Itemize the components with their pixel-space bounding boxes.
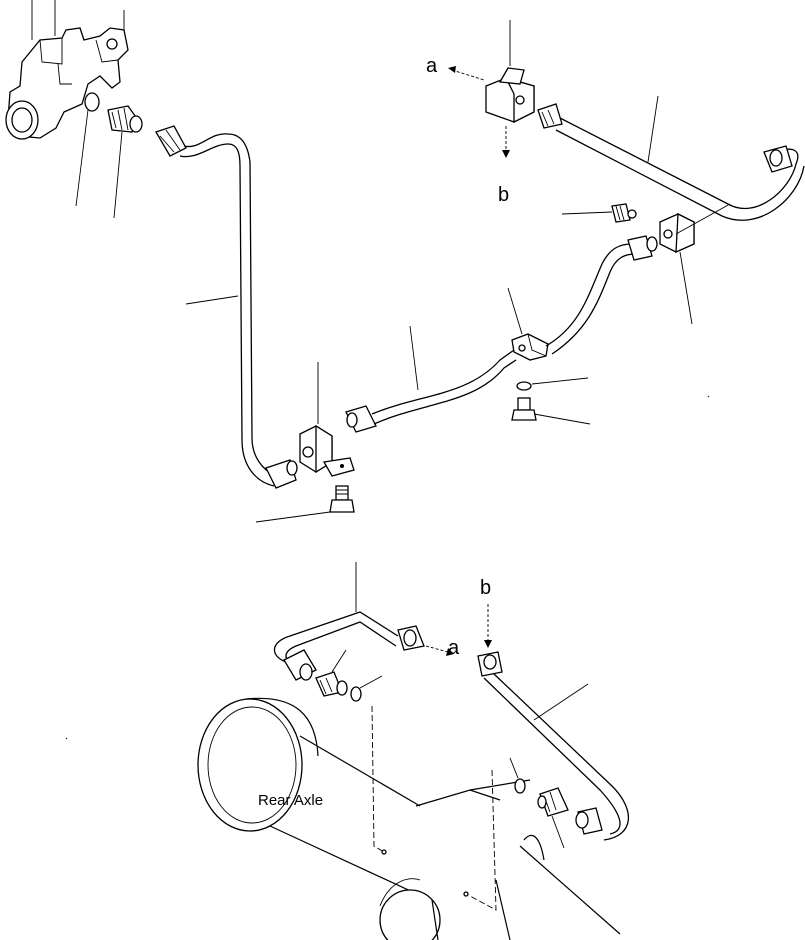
arrow-a-top: [451, 69, 485, 81]
washer-center: [516, 381, 532, 391]
leader-line-tube-center: [409, 325, 419, 391]
bracket-center: [511, 333, 549, 361]
arrow-a-bottom-head: [446, 648, 454, 656]
leader-line-bolt-upper-right: [561, 211, 613, 215]
tube-center: [345, 349, 517, 433]
leader-line-o-ring: [75, 109, 89, 207]
adapter-bottom-right: [537, 787, 569, 817]
leader-line-adapter-bottom-right: [551, 815, 565, 849]
routing-end-right: [463, 891, 469, 897]
leader-line-adapter: [113, 131, 123, 219]
bolt-left: [329, 485, 355, 513]
leader-line-o-ring-bottom-right: [509, 757, 519, 779]
callout-b-bottom: b: [480, 577, 491, 599]
o-ring-top-left: [84, 92, 100, 112]
valve-body: [5, 0, 129, 140]
callout-a-bottom: a: [448, 637, 460, 659]
rear-axle: [197, 697, 621, 940]
routing-line-left: [371, 705, 385, 853]
leader-line-clamp-right: [679, 251, 693, 325]
tube-left-vertical: [155, 125, 298, 489]
leader-line-tube-top-right: [647, 95, 659, 163]
leader-line-adapter-bottom-left: [331, 649, 347, 673]
arrow-a-top-head: [448, 66, 456, 73]
leader-line-tube-left: [185, 295, 239, 305]
leader-line-bolt-left: [255, 511, 331, 523]
adapter-bottom-left: [315, 671, 348, 697]
callout-b-top: b: [498, 184, 509, 206]
bolt-center: [511, 397, 537, 421]
leader-line-tube-bottom-right: [533, 683, 589, 721]
arrow-a-bottom: [425, 645, 449, 653]
o-ring-bottom-left: [350, 686, 362, 702]
speck: [707, 395, 710, 398]
arrow-b-bottom-head: [484, 640, 492, 648]
callout-a-top: a: [426, 55, 438, 77]
tube-top-right: [537, 103, 805, 221]
leader-line-bolt-center: [533, 413, 591, 425]
elbow-adapter-top-left: [107, 105, 143, 133]
rear-axle-label: Rear Axle: [258, 792, 323, 809]
speck-2: [65, 737, 68, 740]
tube-bottom-right: [477, 651, 629, 841]
tube-bottom-left: [273, 611, 425, 681]
leader-line-washer: [531, 377, 589, 385]
leader-line-o-ring-bottom-left: [359, 675, 383, 689]
junction-block-top: [485, 67, 535, 124]
routing-line-right: [469, 769, 497, 911]
leader-line-bracket-center: [507, 287, 523, 335]
tube-center-right: [545, 235, 658, 355]
clamp-left: [299, 424, 355, 477]
tube-top-right-lower-join: [675, 203, 731, 235]
o-ring-bottom-right: [514, 778, 526, 794]
bolt-upper-right: [611, 203, 637, 223]
routing-end-left: [381, 849, 387, 855]
arrow-b-top-head: [502, 150, 510, 158]
clamp-right: [659, 212, 695, 254]
